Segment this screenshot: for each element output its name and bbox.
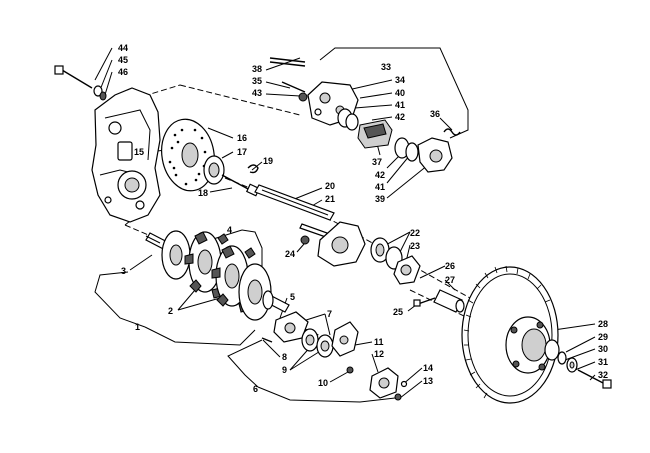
- callout-44: 44: [118, 43, 128, 53]
- callout-15: 15: [134, 147, 144, 157]
- callout-42-lower: 42: [375, 170, 385, 180]
- callout-31: 31: [598, 357, 608, 367]
- callout-20: 20: [325, 181, 335, 191]
- drive-shaft-assembly: [145, 230, 290, 321]
- callout-16: 16: [237, 133, 247, 143]
- callout-5: 5: [290, 292, 295, 302]
- callout-13: 13: [423, 376, 433, 386]
- brake-caliper: [269, 57, 461, 173]
- callout-26: 26: [445, 261, 455, 271]
- callout-39: 39: [375, 194, 385, 204]
- callout-6: 6: [253, 384, 258, 394]
- bolt-44: [54, 65, 107, 101]
- callout-46: 46: [118, 67, 128, 77]
- callout-28: 28: [598, 319, 608, 329]
- callout-1: 1: [135, 322, 140, 332]
- callout-21: 21: [325, 194, 335, 204]
- callout-10: 10: [318, 378, 328, 388]
- callout-8: 8: [282, 352, 287, 362]
- callout-37: 37: [372, 157, 382, 167]
- callout-24: 24: [285, 249, 295, 259]
- clip-19: [247, 164, 259, 174]
- callout-41-upper: 41: [395, 100, 405, 110]
- callout-labels: 44 45 46 15 16 17 18 19 20 21 38 35 43 3…: [118, 43, 608, 394]
- callout-40: 40: [395, 88, 405, 98]
- callout-36: 36: [430, 109, 440, 119]
- callout-14: 14: [423, 363, 433, 373]
- brake-disc: [161, 118, 215, 192]
- callout-41-lower: 41: [375, 182, 385, 192]
- callout-32: 32: [598, 370, 608, 380]
- callout-33: 33: [381, 62, 391, 72]
- callout-25: 25: [393, 307, 403, 317]
- callout-23: 23: [410, 241, 420, 251]
- callout-18: 18: [198, 188, 208, 198]
- callout-7: 7: [327, 309, 332, 319]
- callout-35: 35: [252, 76, 262, 86]
- callout-3: 3: [121, 266, 126, 276]
- callout-30: 30: [598, 344, 608, 354]
- callout-4: 4: [227, 225, 232, 235]
- large-brake-rotor: [461, 265, 612, 404]
- callout-12: 12: [374, 349, 384, 359]
- spacer-27: [413, 289, 465, 313]
- callout-43: 43: [252, 88, 262, 98]
- hub-17: [203, 155, 261, 197]
- chaincase-housing: [91, 87, 161, 223]
- callout-42-upper: 42: [395, 112, 405, 122]
- callout-22: 22: [410, 228, 420, 238]
- callout-45: 45: [118, 55, 128, 65]
- callout-17: 17: [237, 147, 247, 157]
- callout-2: 2: [168, 306, 173, 316]
- callout-27: 27: [445, 275, 455, 285]
- callout-29: 29: [598, 332, 608, 342]
- callout-19: 19: [263, 156, 273, 166]
- callout-38: 38: [252, 64, 262, 74]
- bearing-assembly-lower: [261, 311, 408, 401]
- callout-11: 11: [374, 337, 384, 347]
- bearing-housing-right: [300, 221, 421, 285]
- callout-34: 34: [395, 75, 405, 85]
- callout-9: 9: [282, 365, 287, 375]
